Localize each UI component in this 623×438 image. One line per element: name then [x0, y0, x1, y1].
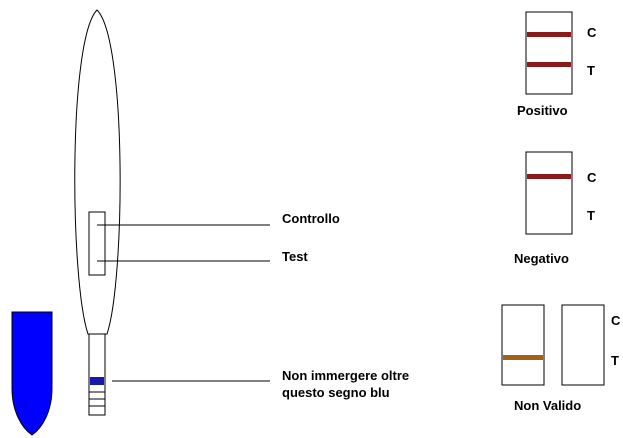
invalid-test-line-only	[503, 355, 543, 360]
invalid-caption: Non Valido	[514, 398, 582, 413]
invalid-result-window-1	[501, 304, 545, 386]
negative-result-window	[525, 151, 573, 235]
invalid-result-window-2	[561, 304, 605, 386]
blue-dip-mark	[90, 377, 104, 385]
positive-control-line	[527, 32, 571, 37]
positive-test-line	[527, 62, 571, 67]
negative-t-marker: T	[587, 208, 595, 223]
strip-stripes	[89, 391, 105, 407]
absorbent-strip	[88, 333, 106, 416]
negative-c-marker: C	[587, 170, 597, 185]
positive-c-marker: C	[587, 25, 597, 40]
positive-t-marker: T	[587, 63, 595, 78]
sample-tube	[11, 311, 53, 436]
positive-result-window	[525, 11, 573, 95]
dip-warning-line-2: questo segno blu	[282, 385, 390, 400]
result-window	[88, 211, 106, 276]
test-device-body	[74, 9, 121, 335]
invalid-t-marker: T	[611, 353, 619, 368]
invalid-c-marker: C	[611, 313, 621, 328]
negative-control-line	[527, 174, 571, 179]
positive-caption: Positivo	[517, 103, 568, 118]
dip-warning-line-1: Non immergere oltre	[282, 368, 410, 383]
controllo-label: Controllo	[282, 211, 340, 226]
negative-caption: Negativo	[514, 251, 569, 266]
test-label: Test	[282, 249, 308, 264]
